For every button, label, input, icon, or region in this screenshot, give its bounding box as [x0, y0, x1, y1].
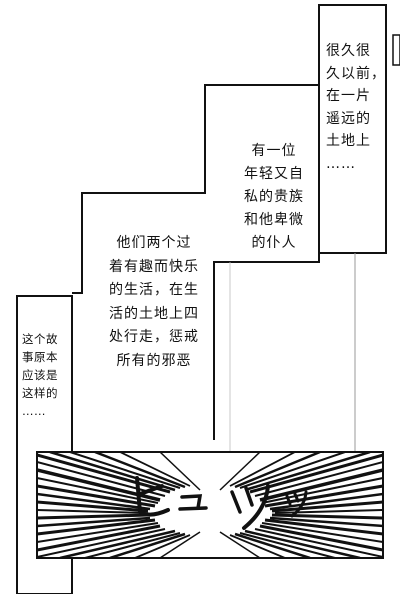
narration-text-2: 有一位 年轻又自 私的贵族 和他卑微 的仆人	[244, 143, 304, 251]
narration-text-4: 这个故 事原本 应该是 这样的 ……	[22, 332, 58, 418]
narration-text-1: 很久很 久以前， 在一片 遥远的 土地上 ……	[326, 43, 386, 172]
sfx-lettering	[135, 476, 308, 530]
speed-lines	[37, 452, 383, 558]
narration-panel-1	[318, 4, 387, 254]
binding-mark	[392, 34, 400, 66]
staircase-outline	[72, 84, 319, 294]
narration-text-3: 他们两个过 着有趣而快乐 的生活，在生 活的土地上四 处行走，惩戒 所有的邪恶	[109, 235, 199, 369]
staircase-right-drop	[213, 253, 320, 440]
